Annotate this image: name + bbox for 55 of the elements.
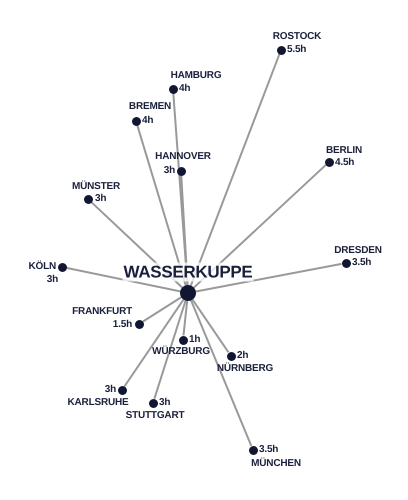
connector-line [172,93,188,286]
hub-label: WASSERKUPPE [122,262,254,282]
city-label: 5.5h [287,44,306,56]
city-label: KARLSRUHE [68,397,128,409]
city-label: 3h [46,274,58,286]
location-dot [176,166,186,176]
city-label: DRESDEN [334,245,382,257]
connector-line [190,54,280,286]
city-label: NÜRNBERG [216,363,274,375]
city-label: HANNOVER [155,151,211,163]
location-dot [148,398,158,408]
location-dot [276,46,286,54]
city-label: MÜNCHEN [251,458,301,470]
city-label: ROSTOCK [272,31,322,43]
city-label: 3h [104,384,116,396]
city-label: 3.5h [259,444,278,456]
hub-dot [180,285,196,301]
city-label: 4h [142,115,154,127]
city-label: 1.5h [112,319,132,331]
location-dot [118,386,126,394]
city-label: KÖLN [28,261,56,273]
city-label: BERLIN [326,145,362,157]
location-dot [226,352,236,360]
connector-line [142,296,182,322]
location-dot [58,262,66,272]
connector-line [192,299,230,353]
city-label: WÜRZBURG [152,346,210,358]
connector-line [182,300,188,336]
city-label: 3h [159,397,170,409]
city-label: 3h [95,193,106,205]
city-label: 4h [179,83,190,95]
city-label: 2h [237,350,248,362]
city-label: 3.5h [352,257,372,269]
connector-line [196,262,342,292]
location-dot [168,84,178,94]
connector-line [124,299,184,387]
location-dot [248,446,258,454]
city-label: 3h [164,165,175,177]
location-dot [342,258,350,268]
location-dot [178,336,188,344]
city-label: 1h [189,334,200,346]
city-label: HAMBURG [170,70,222,82]
connector-line [190,300,252,446]
location-dot [324,158,334,166]
connector-line [66,266,180,292]
location-dot [132,116,140,126]
city-label: MÜNSTER [72,181,120,193]
location-dot [134,320,144,328]
city-label: STUTTGART [126,410,184,422]
connector-line [153,300,187,400]
city-label: FRANKFURT [72,306,132,318]
city-label: 4.5h [335,157,354,169]
city-label: BREMEN [128,101,172,113]
connector-line [136,125,187,286]
location-dot [84,194,92,204]
